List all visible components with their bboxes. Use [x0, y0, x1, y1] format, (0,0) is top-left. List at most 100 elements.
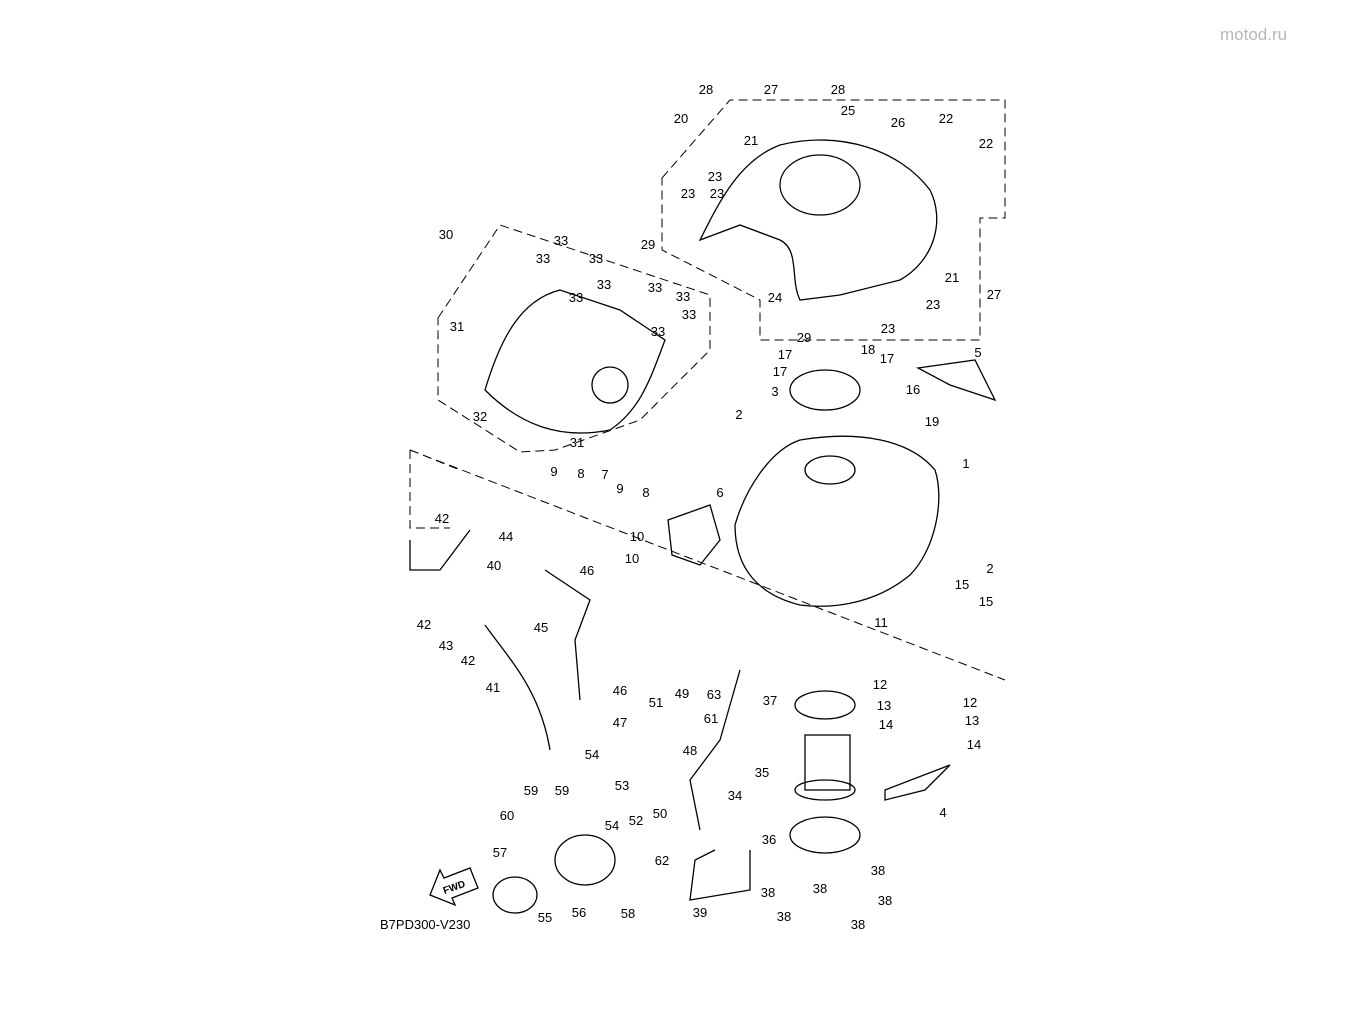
part-callout-38: 38: [777, 909, 791, 924]
part-callout-14: 14: [879, 717, 893, 732]
part-callout-15: 15: [979, 594, 993, 609]
part-callout-13: 13: [965, 713, 979, 728]
part-callout-12: 12: [963, 695, 977, 710]
part-callout-31: 31: [570, 435, 584, 450]
part-callout-53: 53: [615, 778, 629, 793]
part-callout-52: 52: [629, 813, 643, 828]
part-callout-3: 3: [771, 384, 778, 399]
part-callout-33: 33: [536, 251, 550, 266]
diagram-code: B7PD300-V230: [380, 917, 470, 932]
part-callout-8: 8: [577, 466, 584, 481]
hose-45: [544, 569, 591, 701]
tank-top-cover-opening: [779, 154, 861, 216]
tank-side-cover: [484, 289, 666, 434]
part-callout-9: 9: [550, 464, 557, 479]
part-callout-33: 33: [569, 290, 583, 305]
part-callout-29: 29: [641, 237, 655, 252]
part-callout-42: 42: [417, 617, 431, 632]
part-callout-13: 13: [877, 698, 891, 713]
part-callout-20: 20: [674, 111, 688, 126]
part-callout-43: 43: [439, 638, 453, 653]
part-callout-11: 11: [874, 615, 888, 630]
part-callout-54: 54: [605, 818, 619, 833]
part-callout-33: 33: [589, 251, 603, 266]
canister-55: [492, 876, 538, 914]
part-callout-23: 23: [708, 169, 722, 184]
fuel-cap-ring: [789, 369, 861, 411]
part-callout-22: 22: [979, 136, 993, 151]
pump-gasket: [794, 690, 856, 720]
part-callout-22: 22: [939, 111, 953, 126]
part-callout-23: 23: [710, 186, 724, 201]
part-callout-5: 5: [974, 345, 981, 360]
part-callout-14: 14: [967, 737, 981, 752]
part-callout-16: 16: [906, 382, 920, 397]
part-callout-23: 23: [881, 321, 895, 336]
part-callout-58: 58: [621, 906, 635, 921]
part-callout-21: 21: [945, 270, 959, 285]
part-callout-33: 33: [651, 324, 665, 339]
part-callout-33: 33: [554, 233, 568, 248]
part-callout-48: 48: [683, 743, 697, 758]
part-callout-61: 61: [704, 711, 718, 726]
tank-bracket: [667, 504, 721, 566]
part-callout-37: 37: [763, 693, 777, 708]
fuel-tank-cover-group-box: [661, 99, 1006, 341]
part-callout-63: 63: [707, 687, 721, 702]
pump-flange: [794, 779, 856, 801]
part-callout-29: 29: [797, 330, 811, 345]
part-callout-42: 42: [435, 511, 449, 526]
part-callout-6: 6: [716, 485, 723, 500]
part-callout-40: 40: [487, 558, 501, 573]
part-callout-59: 59: [524, 783, 538, 798]
part-callout-10: 10: [625, 551, 639, 566]
part-callout-45: 45: [534, 620, 548, 635]
part-callout-4: 4: [939, 805, 946, 820]
part-callout-50: 50: [653, 806, 667, 821]
part-callout-19: 19: [925, 414, 939, 429]
protector-5: [915, 359, 997, 402]
part-callout-59: 59: [555, 783, 569, 798]
yamaha-emblem: [591, 366, 629, 404]
fuel-pump: [804, 734, 851, 791]
part-callout-7: 7: [601, 467, 608, 482]
part-callout-23: 23: [681, 186, 695, 201]
part-callout-55: 55: [538, 910, 552, 925]
part-callout-9: 9: [616, 481, 623, 496]
hose-61: [689, 669, 741, 831]
part-callout-38: 38: [851, 917, 865, 932]
watermark-text: motod.ru: [1220, 25, 1287, 44]
part-callout-31: 31: [450, 319, 464, 334]
part-callout-34: 34: [728, 788, 742, 803]
part-callout-47: 47: [613, 715, 627, 730]
part-callout-33: 33: [648, 280, 662, 295]
protector-4: [884, 764, 951, 801]
part-callout-56: 56: [572, 905, 586, 920]
part-callout-46: 46: [580, 563, 594, 578]
part-callout-8: 8: [642, 485, 649, 500]
part-callout-2: 2: [735, 407, 742, 422]
part-callout-39: 39: [693, 905, 707, 920]
hose-41: [484, 624, 551, 751]
part-callout-21: 21: [744, 133, 758, 148]
part-callout-62: 62: [655, 853, 669, 868]
part-callout-25: 25: [841, 103, 855, 118]
part-callout-35: 35: [755, 765, 769, 780]
part-callout-1: 1: [962, 456, 969, 471]
part-callout-38: 38: [813, 881, 827, 896]
part-callout-15: 15: [955, 577, 969, 592]
part-callout-27: 27: [987, 287, 1001, 302]
part-callout-38: 38: [761, 885, 775, 900]
part-callout-32: 32: [473, 409, 487, 424]
hose-39: [689, 849, 751, 901]
fuel-tank-filler: [804, 455, 856, 485]
part-callout-33: 33: [597, 277, 611, 292]
part-callout-36: 36: [762, 832, 776, 847]
part-callout-41: 41: [486, 680, 500, 695]
hose-40: [409, 529, 471, 571]
part-callout-23: 23: [926, 297, 940, 312]
side-cover-group-box: [437, 224, 711, 453]
part-callout-51: 51: [649, 695, 663, 710]
part-callout-28: 28: [699, 82, 713, 97]
part-callout-60: 60: [500, 808, 514, 823]
